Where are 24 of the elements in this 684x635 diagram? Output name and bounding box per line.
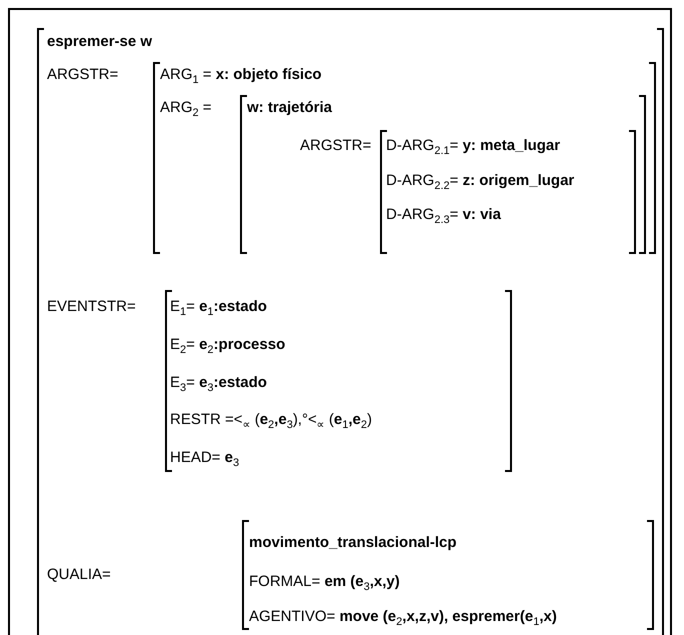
attribute-value: D-ARG$_{2.3}$= v: via — [386, 205, 501, 225]
attribute-value: EVENTSTR= — [47, 297, 136, 317]
attribute-value: ARGSTR= — [47, 65, 118, 85]
attribute-matrix — [380, 130, 636, 254]
attribute-matrix — [153, 62, 656, 254]
attribute-value: QUALIA= — [47, 565, 111, 585]
attribute-value: E$_{1}$= e$_{1}$:estado — [170, 297, 267, 317]
matrix-heading: w: trajetória — [247, 98, 332, 118]
attribute-value: AGENTIVO= move (e$_{2}$,x,z,v), espremer(e$_{1}$,x) — [249, 607, 557, 627]
attribute-value: RESTR =<$_{∝}$ (e$_{2}$,e$_{3}$),°<$_{∝}$ (e$_{1}$,e$_{2}$) — [170, 410, 372, 430]
attribute-matrix — [242, 520, 654, 630]
attribute-matrix — [240, 95, 646, 254]
attribute-value: ARG$_{2}$ = — [160, 98, 212, 118]
attribute-value: FORMAL= em (e$_{3}$,x,y) — [249, 572, 400, 592]
attribute-value: HEAD= e$_{3}$ — [170, 448, 240, 468]
attribute-value: D-ARG$_{2.1}$= y: meta_lugar — [386, 136, 560, 156]
attribute-value: ARG$_{1}$ = x: objeto físico — [160, 65, 322, 85]
matrix-heading: espremer-se w — [47, 32, 152, 52]
attribute-matrix — [165, 290, 512, 472]
attribute-value: D-ARG$_{2.2}$= z: origem_lugar — [386, 171, 574, 191]
attribute-value: ARGSTR= — [300, 136, 372, 156]
matrix-heading: movimento_translacional-lcp — [249, 533, 457, 553]
attribute-value: E$_{3}$= e$_{3}$:estado — [170, 373, 267, 393]
attribute-value: E$_{2}$= e$_{2}$:processo — [170, 335, 286, 355]
